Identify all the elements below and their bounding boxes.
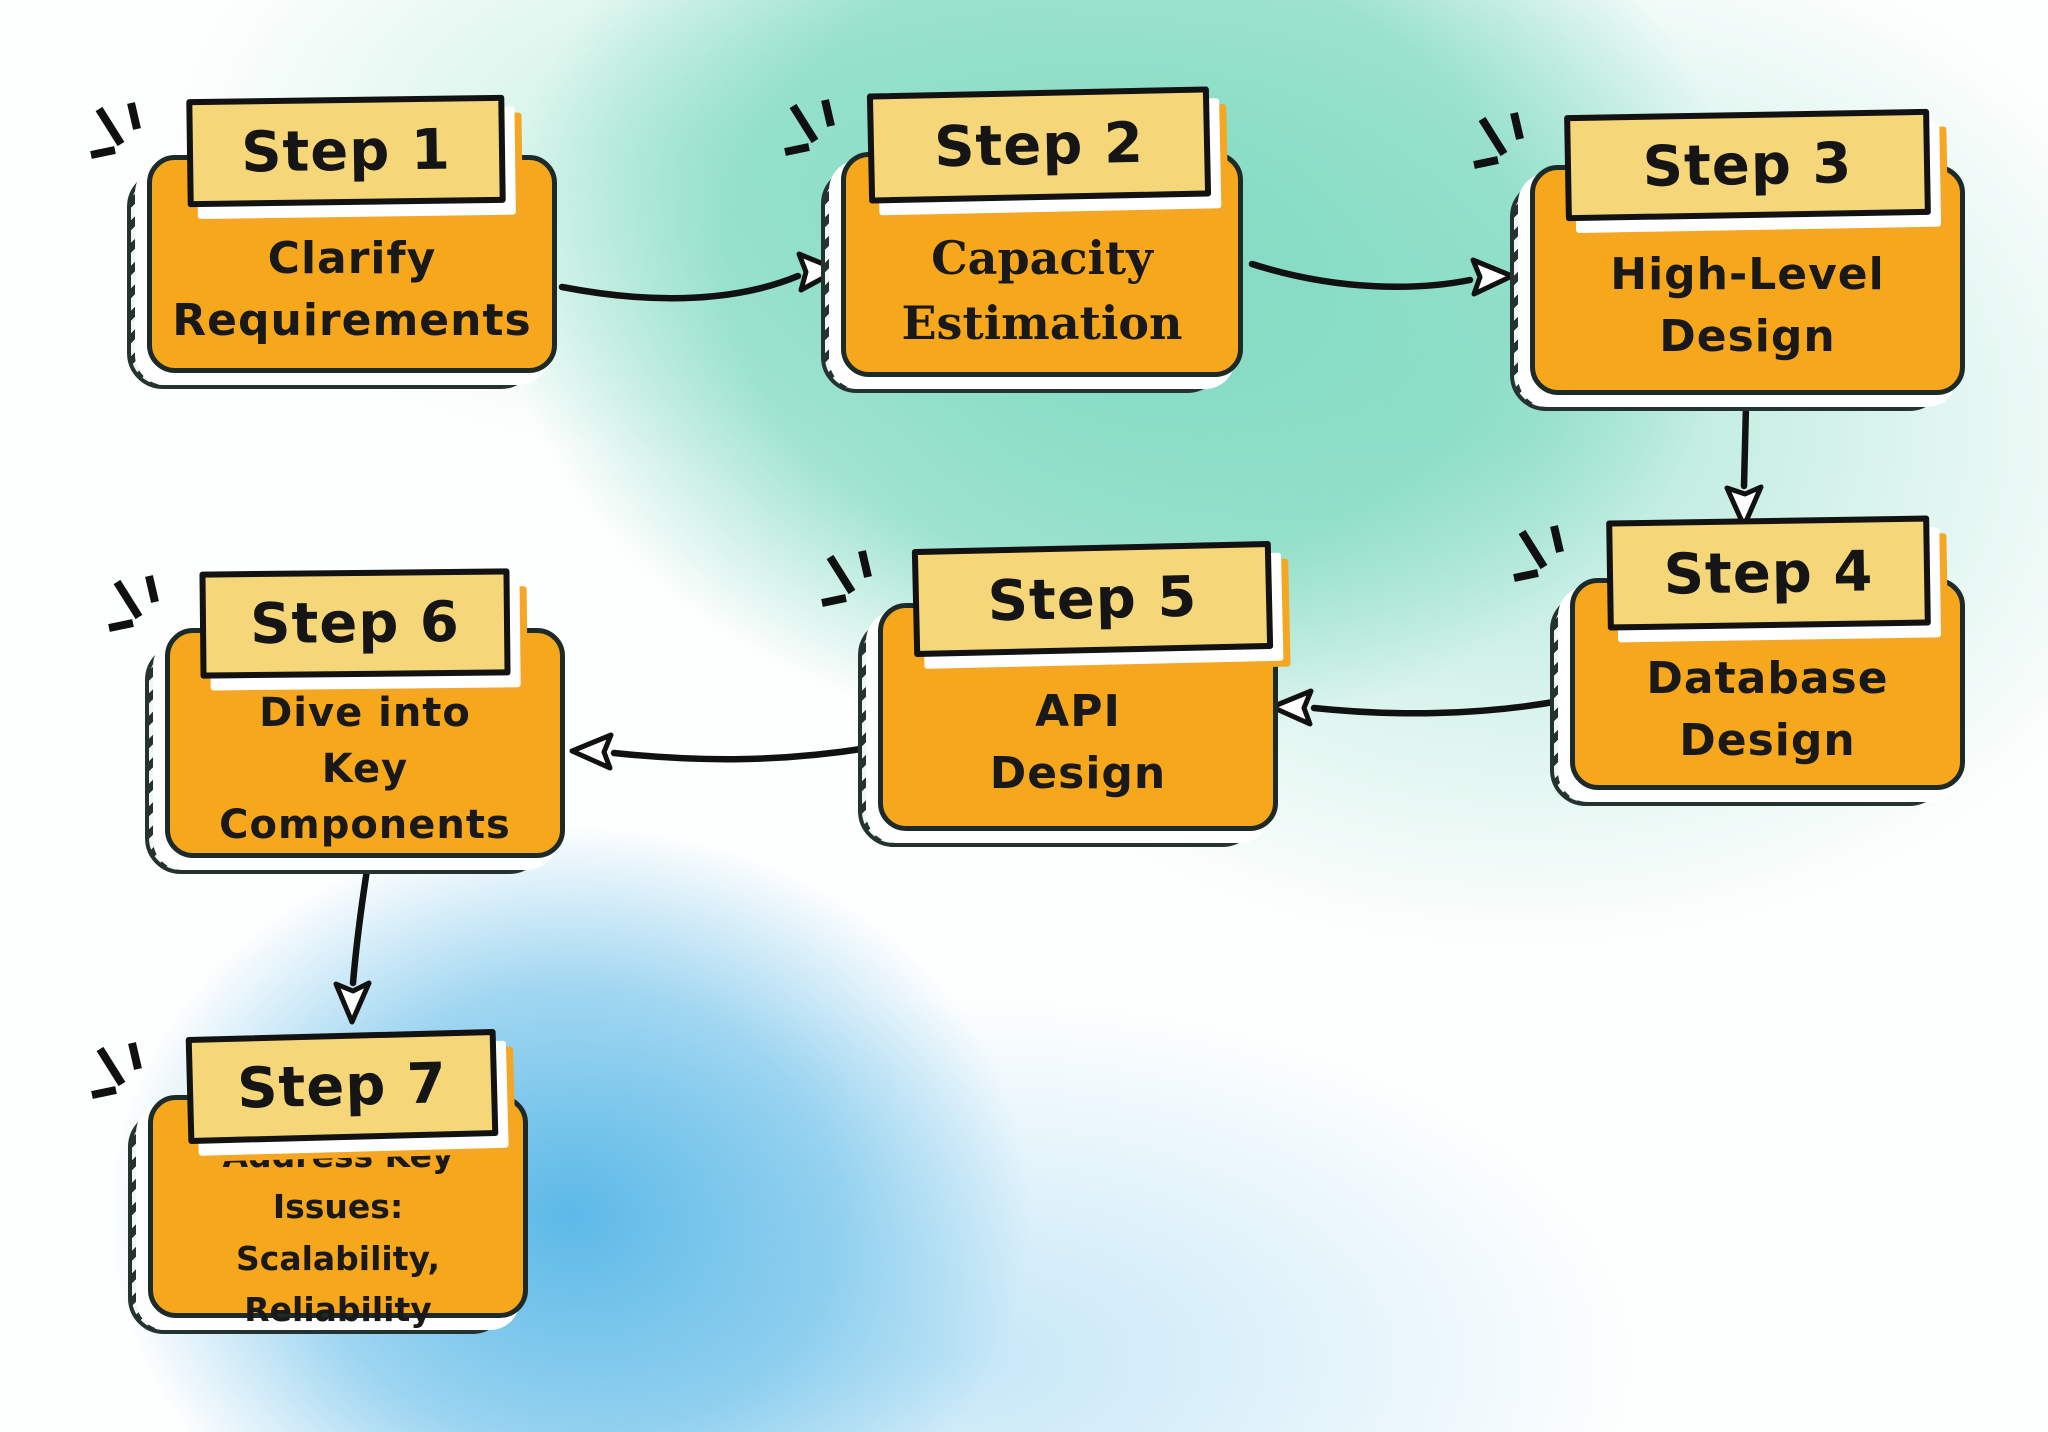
sparkle-icon — [1473, 112, 1524, 169]
step-card-7: Address Key Issues: Scalability, Reliabi… — [91, 1028, 528, 1334]
step-title: Address Key Issues: Scalability, Reliabi… — [222, 1136, 454, 1329]
arrow-step1-step2 — [558, 251, 841, 302]
step-label-badge: Step 7 — [185, 1028, 499, 1145]
step-label-text: Step 7 — [236, 1051, 448, 1122]
arrow-step6-step7 — [333, 866, 372, 1025]
step-card-4: Database Design Step 4 — [1513, 515, 1965, 806]
step-title: Database Design — [1646, 653, 1889, 766]
step-label-text: Step 1 — [240, 117, 452, 185]
sparkle-icon — [91, 1042, 142, 1099]
sparkle-icon — [108, 575, 159, 632]
step-title: Dive into Key Components — [219, 690, 511, 848]
arrow-step2-step3 — [1248, 257, 1515, 297]
arrow-step3-step4 — [1724, 401, 1764, 529]
step-title: Capacity Estimation — [901, 231, 1183, 350]
arrow-step5-step6 — [569, 732, 872, 771]
step-card-3: High-Level Design Step 3 — [1473, 108, 1965, 411]
step-label-text: Step 3 — [1642, 130, 1853, 200]
step-title: API Design — [989, 686, 1167, 799]
step-label-badge: Step 6 — [199, 568, 511, 679]
step-label-badge: Step 3 — [1564, 108, 1931, 222]
sparkle-icon — [821, 550, 872, 607]
sparkle-icon — [1513, 525, 1564, 582]
step-title: High-Level Design — [1610, 249, 1885, 362]
step-label-badge: Step 2 — [866, 86, 1212, 204]
step-label-text: Step 6 — [249, 589, 461, 658]
step-title: Clarify Requirements — [172, 233, 532, 346]
step-label-text: Step 2 — [933, 110, 1145, 180]
step-label-badge: Step 1 — [186, 94, 506, 208]
step-card-5: API Design Step 5 — [821, 540, 1278, 847]
step-card-1: Clarify Requirements Step 1 — [90, 94, 557, 389]
sparkle-icon — [784, 99, 835, 156]
step-card-2: Capacity Estimation Step 2 — [784, 86, 1243, 393]
arrow-step4-step5 — [1269, 688, 1569, 727]
step-label-badge: Step 4 — [1606, 515, 1931, 631]
step-label-badge: Step 5 — [911, 540, 1274, 658]
step-card-6: Dive into Key Components Step 6 — [108, 568, 565, 874]
step-label-text: Step 4 — [1663, 538, 1874, 608]
step-label-text: Step 5 — [986, 564, 1199, 634]
sparkle-icon — [90, 102, 141, 159]
